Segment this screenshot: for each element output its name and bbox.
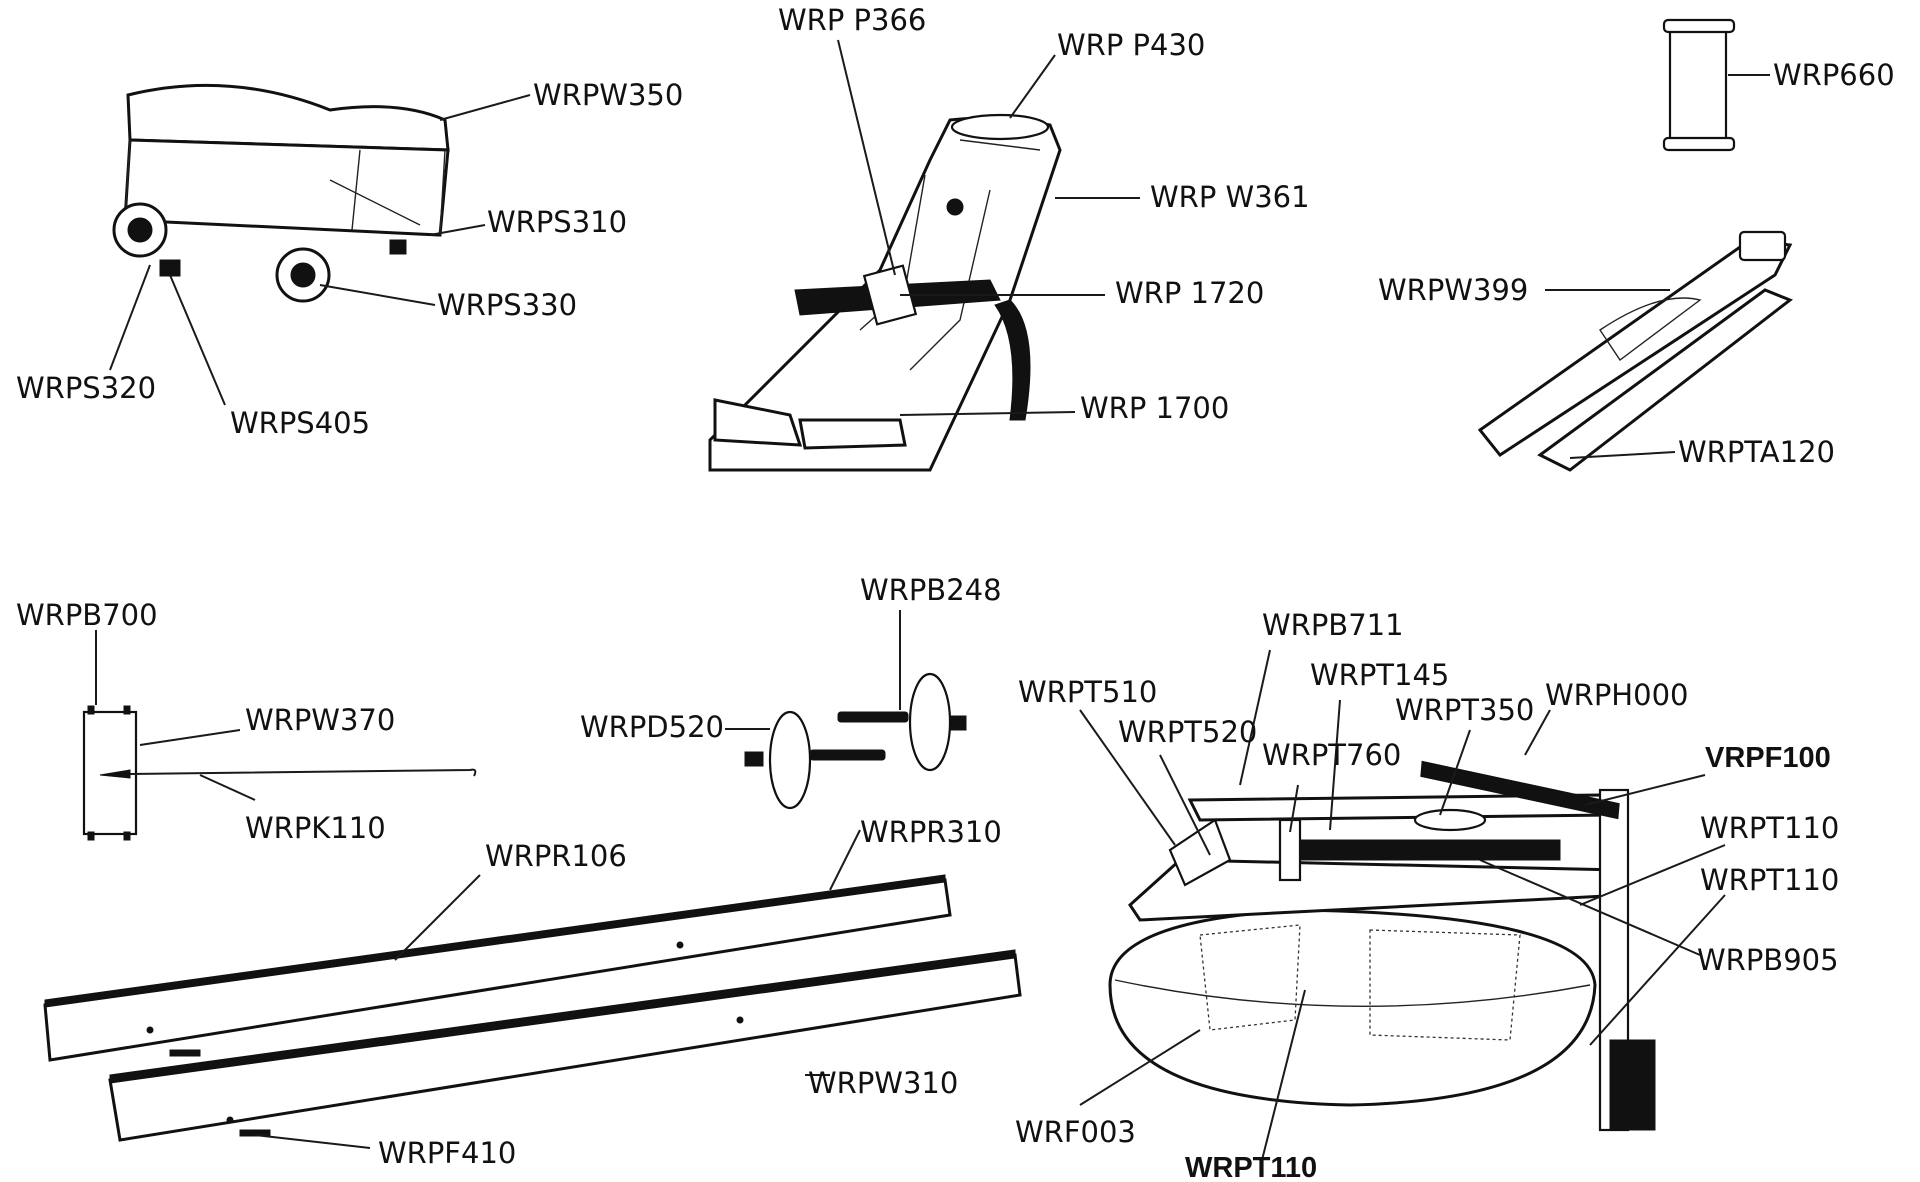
label-wrpt110-lower: WRPT110: [1185, 1152, 1317, 1182]
label-wrpk110: WRPK110: [245, 811, 386, 845]
label-wrpw310: WRPW310: [808, 1066, 958, 1100]
footrest-drawing: [708, 113, 1062, 472]
label-wrp-w361: WRP W361: [1150, 180, 1310, 214]
label-wrpd520: WRPD520: [580, 710, 724, 744]
handle-drawing: [1477, 230, 1793, 472]
label-wrpb905: WRPB905: [1697, 943, 1839, 977]
label-wrp-1720: WRP 1720: [1115, 276, 1264, 310]
label-wrpb248: WRPB248: [860, 573, 1002, 607]
tank-drawing: [1108, 760, 1656, 1132]
label-wrps330: WRPS330: [437, 288, 577, 322]
label-wrps320: WRPS320: [16, 371, 156, 405]
label-wrpt350: WRPT350: [1395, 693, 1534, 727]
bracket-drawing: [82, 705, 477, 841]
label-wrp660: WRP660: [1773, 58, 1895, 92]
label-wrpt520: WRPT520: [1118, 715, 1257, 749]
label-wrpb700: WRPB700: [16, 598, 158, 632]
label-wrpt510: WRPT510: [1018, 675, 1157, 709]
holder-drawing: [1662, 18, 1736, 152]
label-wrpw350: WRPW350: [533, 78, 683, 112]
label-wrps405: WRPS405: [230, 406, 370, 440]
rails-drawing: [43, 874, 1022, 1142]
label-wrpr310: WRPR310: [860, 815, 1002, 849]
label-wrpt110-middle: WRPT110: [1700, 863, 1839, 897]
label-vrpf100: VRPF100: [1705, 742, 1831, 774]
seat-drawing: [112, 83, 450, 303]
label-wrpr106: WRPR106: [485, 839, 627, 873]
label-wrpt760: WRPT760: [1262, 738, 1401, 772]
label-wrpw370: WRPW370: [245, 703, 395, 737]
label-wrpt145: WRPT145: [1310, 658, 1449, 692]
label-wrps310: WRPS310: [487, 205, 627, 239]
label-wrpb711: WRPB711: [1262, 608, 1404, 642]
label-wrp-1700: WRP 1700: [1080, 391, 1229, 425]
label-wrpt110-upper: WRPT110: [1700, 811, 1839, 845]
label-wrph000: WRPH000: [1545, 678, 1688, 712]
label-wrf003: WRF003: [1015, 1115, 1136, 1149]
label-wrp-p366: WRP P366: [778, 3, 926, 37]
label-wrpf410: WRPF410: [378, 1136, 516, 1170]
label-wrpta120: WRPTA120: [1678, 435, 1835, 469]
label-wrp-p430: WRP P430: [1057, 28, 1205, 62]
wheels-drawing: [744, 672, 967, 810]
label-wrpw399: WRPW399: [1378, 273, 1528, 307]
